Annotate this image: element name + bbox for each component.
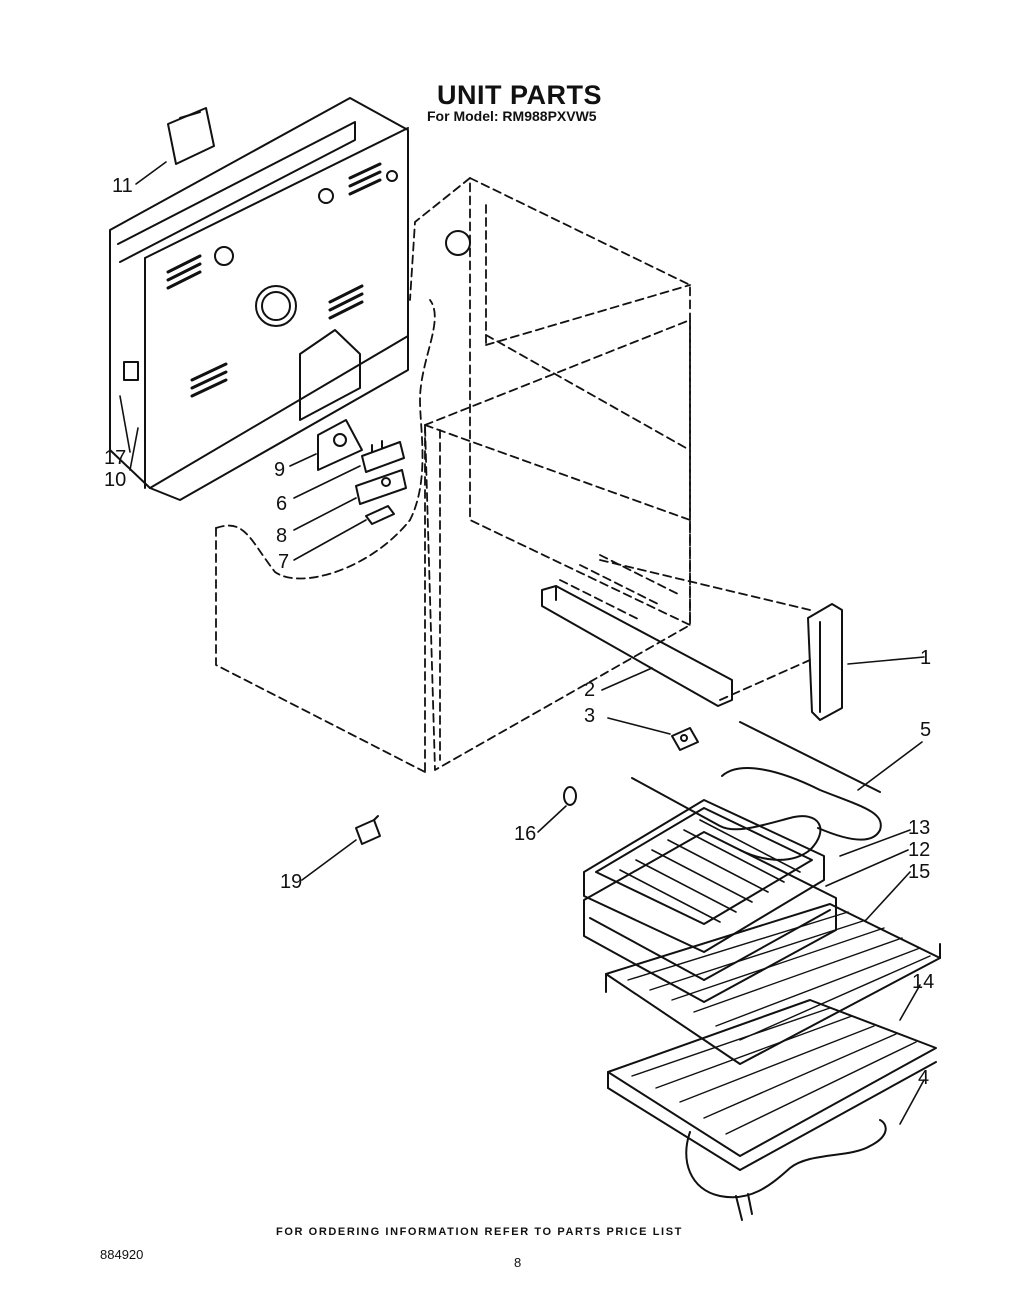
part-14-rack-wires [631,1007,917,1135]
callout-16: 16 [514,823,537,845]
model-subtitle: For Model: RM988PXVW5 [427,108,597,124]
part-10-rear-panel [109,97,409,501]
callout-2: 2 [584,679,596,701]
part-14-oven-rack [607,999,937,1171]
callout-15: 15 [908,861,931,883]
page-title: UNIT PARTS [437,80,602,110]
panel-vent-slots [166,162,382,398]
callout-19: 19 [280,871,303,893]
cabinet-vent-hole [445,230,471,256]
part-3-bracket [671,727,699,751]
leader-arrows [119,161,925,1125]
callout-6: 6 [276,493,288,515]
part-15-oven-rack [605,903,941,1065]
callout-3: 3 [584,705,596,727]
part-13-broiler-grid [583,799,825,953]
callout-9: 9 [274,459,286,481]
cabinet-frame [215,177,811,773]
callout-4: 4 [918,1067,930,1089]
callout-7: 7 [278,551,290,573]
callout-8: 8 [276,525,288,547]
part-15-rack-wires [627,911,931,1041]
callout-5: 5 [920,719,932,741]
callout-13: 13 [908,817,931,839]
document-number: 884920 [100,1247,144,1262]
page-number: 8 [514,1255,522,1270]
part-7-clip [365,505,395,525]
part-11-bracket [167,107,215,165]
part-8-cover-plate [355,469,407,505]
part-16-grommet [563,786,577,806]
part-5-broil-element [631,721,882,861]
part-1-side-trim [807,603,843,721]
ordering-note: FOR ORDERING INFORMATION REFER TO PARTS … [276,1226,683,1238]
part-2-bottom-rail [541,585,733,707]
callout-10: 10 [104,469,127,491]
callout-14: 14 [912,971,935,993]
broiler-grid-slots [619,819,801,923]
part-19-connector [355,815,381,845]
part-4-bake-element [685,1119,887,1221]
callout-17: 17 [104,447,127,469]
callout-11: 11 [112,175,133,197]
part-6-terminal-block [361,440,405,473]
callout-12: 12 [908,839,931,861]
callout-1: 1 [920,647,932,669]
